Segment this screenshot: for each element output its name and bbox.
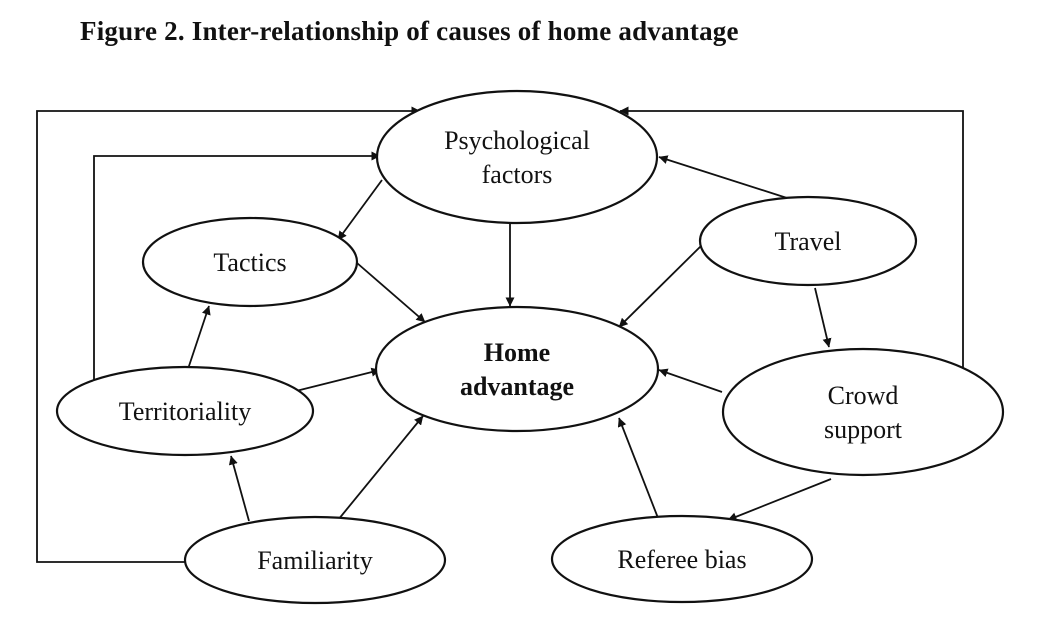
node-ellipse-territoriality [55,365,315,457]
node-label-psychological-factors: factors [482,160,553,189]
edge-referee-bias-to-home-advantage [617,417,659,519]
node-psychological-factors: Psychological factors [375,89,659,225]
node-ellipse-home-advantage [374,305,660,433]
node-label-territoriality: Territoriality [119,397,251,426]
node-label-home-advantage: advantage [460,372,574,401]
node-ellipse-referee-bias [550,514,814,604]
node-label-home-advantage: Home [484,338,550,367]
edge-travel-to-psychological-factors [658,155,788,199]
edge-crowd-support-to-home-advantage [658,368,723,393]
node-referee-bias: Referee bias [550,514,814,604]
node-label-referee-bias: Referee bias [617,545,746,574]
node-ellipse-travel [698,195,918,287]
edge-familiarity-to-territoriality [228,455,250,522]
edge-travel-to-crowd-support [814,287,832,348]
node-ellipse-familiarity [183,515,447,605]
edge-territoriality-to-home-advantage [295,367,381,392]
edge-territoriality-to-tactics [187,305,211,370]
edge-crowd-support-to-psychological-factors [619,106,964,385]
figure-title: Figure 2. Inter-relationship of causes o… [80,16,739,46]
node-tactics: Tactics [141,216,359,308]
node-label-psychological-factors: Psychological [444,126,590,155]
node-label-travel: Travel [775,227,842,256]
edge-tactics-to-home-advantage [356,262,426,323]
node-home-advantage: Home advantage [374,305,660,433]
node-label-familiarity: Familiarity [257,546,373,575]
edge-crowd-support-to-referee-bias [727,478,832,522]
node-ellipse-psychological-factors [375,89,659,225]
node-label-crowd-support: Crowd [828,381,899,410]
edge-psychological-factors-to-tactics [337,179,383,241]
node-territoriality: Territoriality [55,365,315,457]
edge-territoriality-to-psychological-factors [93,151,381,382]
node-label-crowd-support: support [824,415,903,444]
edge-layer [36,106,964,563]
node-label-tactics: Tactics [213,248,286,277]
edge-familiarity-to-psychological-factors [36,106,421,563]
edge-travel-to-home-advantage [618,243,704,328]
node-crowd-support: Crowd support [721,347,1005,477]
node-ellipse-crowd-support [721,347,1005,477]
node-travel: Travel [698,195,918,287]
node-ellipse-tactics [141,216,359,308]
node-familiarity: Familiarity [183,515,447,605]
edge-familiarity-to-home-advantage [337,415,424,521]
